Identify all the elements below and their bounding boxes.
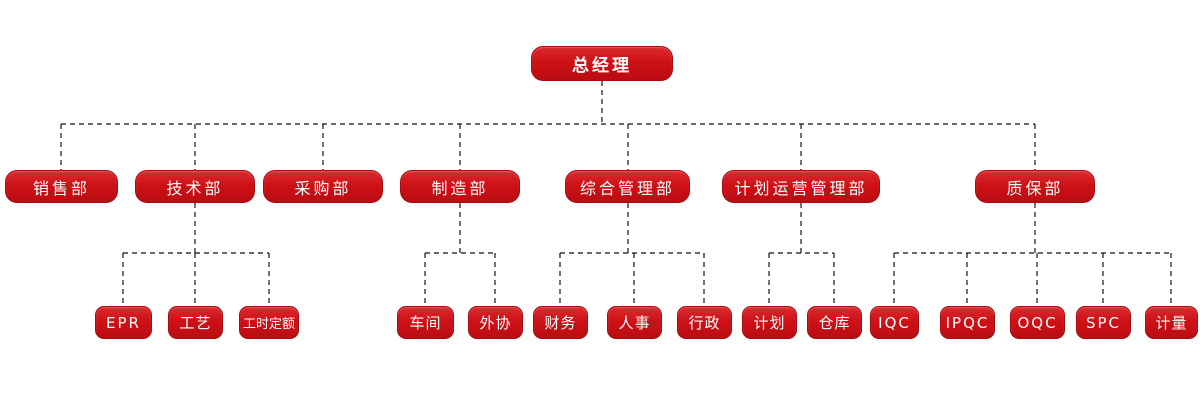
org-node-label: IPQC [945, 313, 990, 332]
org-node-label: 财务 [544, 314, 577, 332]
org-node-metrology[interactable]: 计量 [1145, 306, 1198, 339]
org-node-label: 车间 [409, 314, 442, 332]
org-node-spc[interactable]: SPC [1076, 306, 1131, 339]
org-node-label: EPR [106, 313, 141, 332]
org-node-label: 综合管理部 [579, 178, 675, 198]
org-node-finance[interactable]: 财务 [533, 306, 588, 339]
org-node-manufacturing-dept[interactable]: 制造部 [400, 170, 520, 203]
org-node-label: 技术部 [166, 178, 224, 198]
org-node-label: 制造部 [431, 178, 489, 198]
org-node-labor-hour-quota[interactable]: 工时定额 [239, 306, 299, 339]
org-node-warehouse[interactable]: 仓库 [807, 306, 862, 339]
org-node-process[interactable]: 工艺 [168, 306, 223, 339]
org-node-general-management-dept[interactable]: 综合管理部 [565, 170, 690, 203]
org-node-iqc[interactable]: IQC [870, 306, 919, 339]
org-node-workshop[interactable]: 车间 [397, 306, 454, 339]
org-node-general-manager[interactable]: 总经理 [531, 46, 673, 81]
org-node-oqc[interactable]: OQC [1010, 306, 1065, 339]
org-node-tech-dept[interactable]: 技术部 [135, 170, 255, 203]
org-node-label: 质保部 [1006, 178, 1064, 198]
org-node-label: 工艺 [179, 314, 212, 332]
org-node-label: 采购部 [294, 178, 352, 198]
org-node-sales-dept[interactable]: 销售部 [5, 170, 118, 203]
org-node-label: 工时定额 [242, 317, 295, 332]
org-node-label: SPC [1085, 313, 1122, 332]
org-node-label: 销售部 [32, 178, 90, 198]
org-node-planning-operations-dept[interactable]: 计划运营管理部 [722, 170, 880, 203]
org-node-ipqc[interactable]: IPQC [940, 306, 995, 339]
org-node-administration[interactable]: 行政 [677, 306, 732, 339]
org-node-label: 行政 [688, 314, 721, 332]
org-node-label: 外协 [479, 314, 512, 332]
org-node-label: 总经理 [572, 56, 632, 76]
org-node-label: 计量 [1155, 314, 1188, 332]
org-node-label: OQC [1017, 313, 1058, 332]
org-node-label: 计划 [753, 314, 786, 332]
org-node-label: IQC [878, 313, 911, 332]
org-node-label: 计划运营管理部 [734, 178, 868, 198]
org-node-quality-assurance-dept[interactable]: 质保部 [975, 170, 1095, 203]
org-node-outsourcing[interactable]: 外协 [468, 306, 523, 339]
org-node-label: 人事 [618, 314, 651, 332]
org-node-hr[interactable]: 人事 [607, 306, 662, 339]
org-node-epr[interactable]: EPR [95, 306, 152, 339]
org-node-planning[interactable]: 计划 [742, 306, 797, 339]
org-node-label: 仓库 [818, 314, 851, 332]
org-node-purchasing-dept[interactable]: 采购部 [263, 170, 383, 203]
